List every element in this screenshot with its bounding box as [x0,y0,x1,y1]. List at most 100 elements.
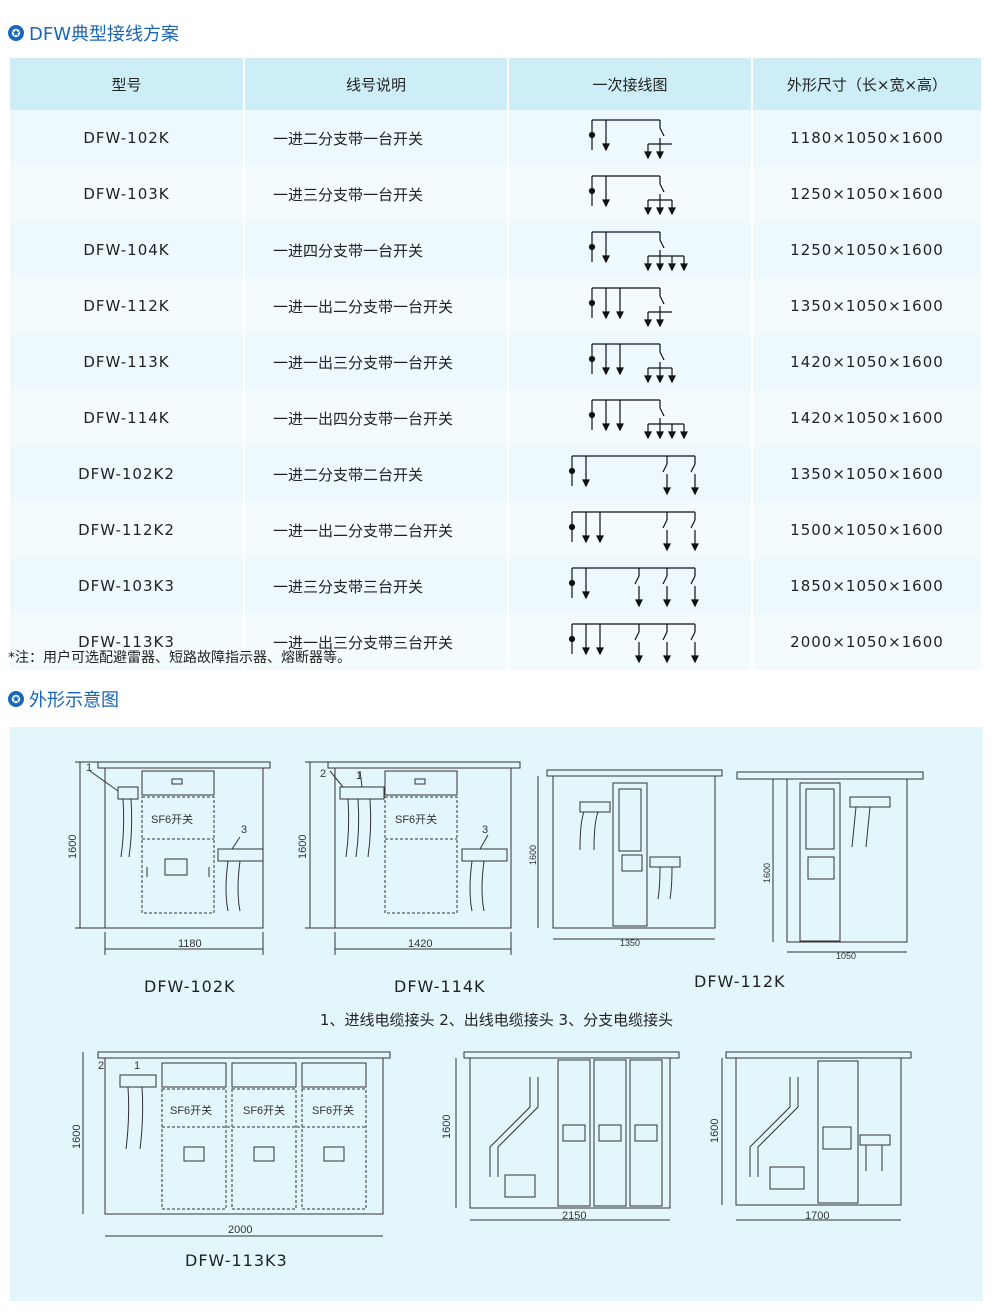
model-cell: DFW-103K3 [10,558,245,614]
description-cell: 一进四分支带一台开关 [244,222,509,278]
model-cell: DFW-102K2 [10,446,245,502]
wiring-diagram-cell [508,278,753,334]
model-cell: DFW-103K [10,166,245,222]
star-icon: ✪ [8,691,24,707]
dimension-cell: 1420×1050×1600 [752,390,983,446]
cabinet-dfw-112k-side [736,771,924,953]
description-cell: 一进一出二分支带二台开关 [244,502,509,558]
figure-label: DFW-102K [144,977,236,996]
callout-legend: 1、进线电缆接头 2、出线电缆接头 3、分支电缆接头 [319,1011,674,1029]
callout-number: 3 [482,824,488,836]
callout-number: 2 [98,1060,104,1072]
description-cell: 一进一出三分支带三台开关 [244,614,509,670]
header-description: 线号说明 [244,58,509,110]
width-dim: 1050 [836,951,856,961]
description-cell: 一进三分支带一台开关 [244,166,509,222]
description-cell: 一进一出二分支带一台开关 [244,278,509,334]
wiring-diagram-cell [508,390,753,446]
section-title-outline: ✪ 外形示意图 [8,686,119,712]
height-dim: 1600 [297,835,309,859]
model-cell: DFW-104K [10,222,245,278]
dimension-cell: 1180×1050×1600 [752,110,983,166]
section-title-text: DFW典型接线方案 [29,24,180,45]
height-dim: 1600 [528,845,538,865]
model-cell: DFW-112K [10,278,245,334]
height-dim: 1600 [67,835,79,859]
section-title-text: 外形示意图 [29,690,119,711]
star-icon: ✪ [8,25,24,41]
section-title-schemes: ✪ DFW典型接线方案 [8,20,179,46]
callout-number: 3 [241,824,247,836]
cabinet-dfw-102k [75,761,271,955]
width-dim: 1700 [805,1210,829,1222]
switch-label: SF6开关 [312,1103,354,1117]
footnote: *注：用户可选配避雷器、短路故障指示器、熔断器等。 [8,650,351,666]
header-model: 型号 [10,58,245,110]
switch-label: SF6开关 [170,1103,212,1117]
width-dim: 1420 [408,938,432,950]
callout-number: 2 [320,768,326,780]
dimension-cell: 1250×1050×1600 [752,166,983,222]
switch-label: SF6开关 [395,812,437,826]
figure-label: DFW-114K [394,977,486,996]
width-dim: 2000 [228,1224,252,1236]
single-line-diagram-icon [588,343,676,384]
description-cell: 一进二分支带二台开关 [244,446,509,502]
figure-label: DFW-112K [694,972,786,991]
single-line-diagram-icon [588,175,676,216]
single-line-diagram-icon [588,287,672,328]
wiring-diagram-cell [508,614,753,670]
wiring-diagram-cell [508,446,753,502]
wiring-diagram-cell [508,502,753,558]
wiring-diagram-cell [508,222,753,278]
dimension-cell: 2000×1050×1600 [752,614,983,670]
cabinet-dfw-102k-side [721,1051,912,1221]
single-line-diagram-icon [588,399,688,440]
dimension-cell: 1350×1050×1600 [752,278,983,334]
figure-label: DFW-113K3 [185,1251,288,1270]
outline-drawings: SF6开关 SF6开关 SF6开关 SF6开关 SF6开关 1180 1420 … [67,761,924,1237]
model-cell: DFW-114K [10,390,245,446]
width-dim: 1350 [620,938,640,948]
model-cell: DFW-113K [10,334,245,390]
wiring-diagram-cell [508,110,753,166]
cabinet-dfw-114k [305,761,521,955]
callout-number: 1 [134,1060,140,1072]
outline-drawings-panel: SF6开关 SF6开关 SF6开关 SF6开关 SF6开关 1180 1420 … [10,727,983,1301]
description-cell: 一进二分支带一台开关 [244,110,509,166]
description-cell: 一进一出三分支带一台开关 [244,334,509,390]
model-cell: DFW-102K [10,110,245,166]
height-dim: 1600 [441,1115,453,1139]
description-cell: 一进三分支带三台开关 [244,558,509,614]
height-dim: 1600 [709,1119,721,1143]
single-line-diagram-icon [588,119,672,160]
switch-label: SF6开关 [243,1103,285,1117]
model-cell: DFW-113K3 [10,614,245,670]
switch-label: SF6开关 [151,812,193,826]
wiring-diagram-cell [508,558,753,614]
wiring-diagram-cell [508,334,753,390]
dimension-cell: 1420×1050×1600 [752,334,983,390]
cabinet-dfw-113k3-front [455,1051,680,1221]
height-dim: 1600 [71,1125,83,1149]
callout-number: 1 [356,770,362,782]
width-dim: 2150 [562,1210,586,1222]
cabinet-dfw-112k-front [537,769,723,940]
single-line-diagram-icon [568,567,699,608]
single-line-diagram-icon [568,511,699,552]
wiring-diagram-cell [508,166,753,222]
table-header-row: 型号 线号说明 一次接线图 外形尺寸（长×宽×高） [10,58,983,110]
single-line-diagram-icon [588,231,688,272]
single-line-diagram-icon [568,623,699,664]
